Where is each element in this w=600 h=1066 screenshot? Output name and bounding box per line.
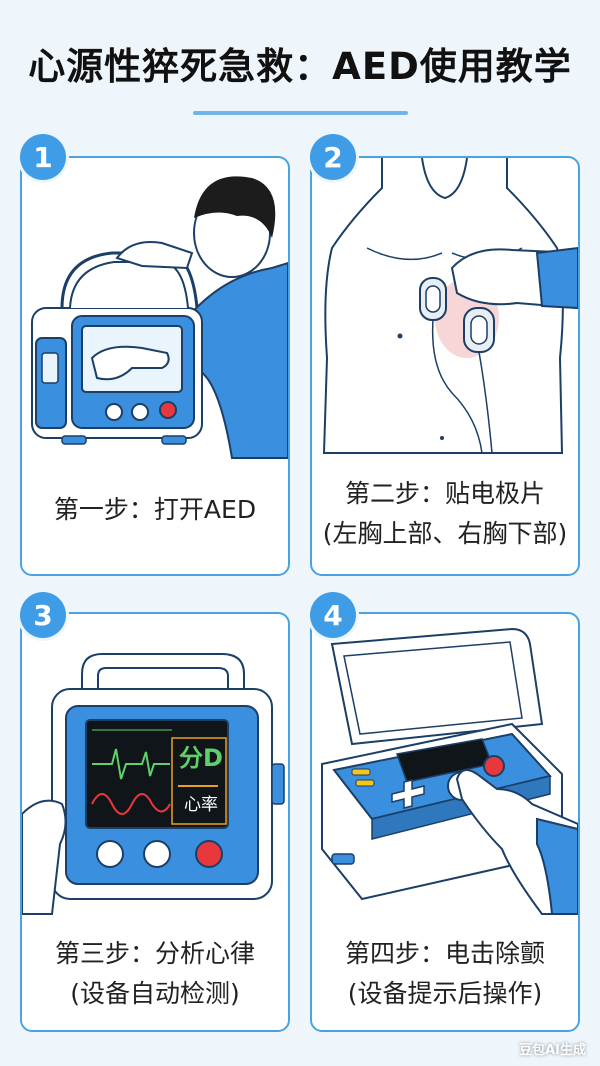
screen-label-bottom: 心率 xyxy=(184,795,218,815)
step-1-caption: 第一步：打开AED xyxy=(53,495,257,524)
step-card-3: 分D 心率 第三步：分析心律 (设备自动检测) xyxy=(20,612,290,1032)
step-2-caption-line1: 第二步：贴电极片 xyxy=(344,479,545,508)
step-3-caption-line1: 第三步：分析心律 xyxy=(54,939,255,968)
step-card-2: 第二步：贴电极片 (左胸上部、右胸下部) xyxy=(310,156,580,576)
step-4-caption-line2: (设备提示后操作) xyxy=(347,979,543,1008)
step-4-badge: 4 xyxy=(310,592,356,638)
step-3-caption-line2: (设备自动检测) xyxy=(70,979,240,1008)
step-4-caption-line1: 第四步：电击除颤 xyxy=(344,939,545,968)
step-2-caption-line2: (左胸上部、右胸下部) xyxy=(322,519,568,548)
title-underline xyxy=(193,111,408,115)
step-card-1: 第一步：打开AED xyxy=(20,156,290,576)
shock-illustration xyxy=(321,627,578,915)
analyze-rhythm-illustration xyxy=(22,653,285,915)
apply-pads-illustration xyxy=(322,158,578,454)
watermark: 豆包AI生成 xyxy=(519,1043,586,1058)
step-card-4: 第四步：电击除颤 (设备提示后操作) xyxy=(310,612,580,1032)
step-3-badge: 3 xyxy=(20,592,66,638)
screen-label-top: 分D xyxy=(179,744,223,772)
step-2-badge: 2 xyxy=(310,134,356,180)
step-1-badge: 1 xyxy=(20,134,66,180)
open-aed-illustration xyxy=(31,176,288,459)
page-title: 心源性猝死急救：AED使用教学 xyxy=(28,45,572,88)
